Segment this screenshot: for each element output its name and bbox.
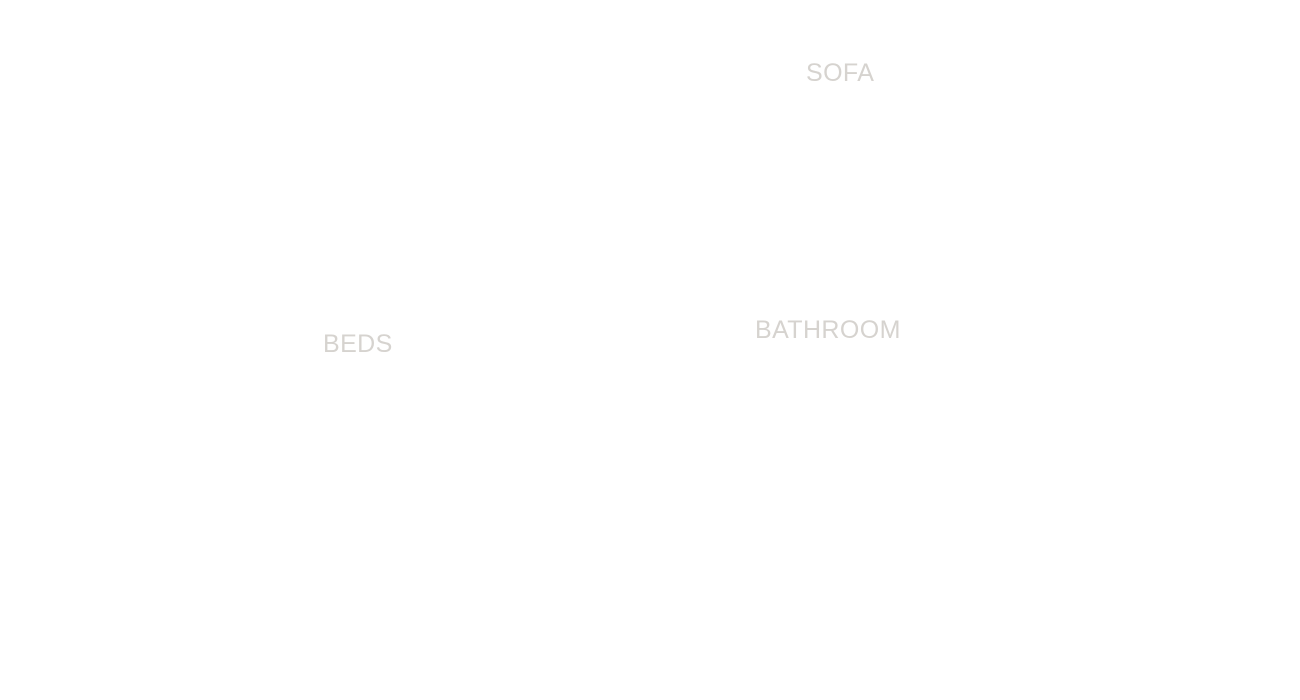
beds-category-link[interactable]: BEDS <box>323 330 393 358</box>
sofa-category-link[interactable]: SOFA <box>806 59 875 87</box>
bathroom-category-link[interactable]: BATHROOM <box>755 316 901 344</box>
